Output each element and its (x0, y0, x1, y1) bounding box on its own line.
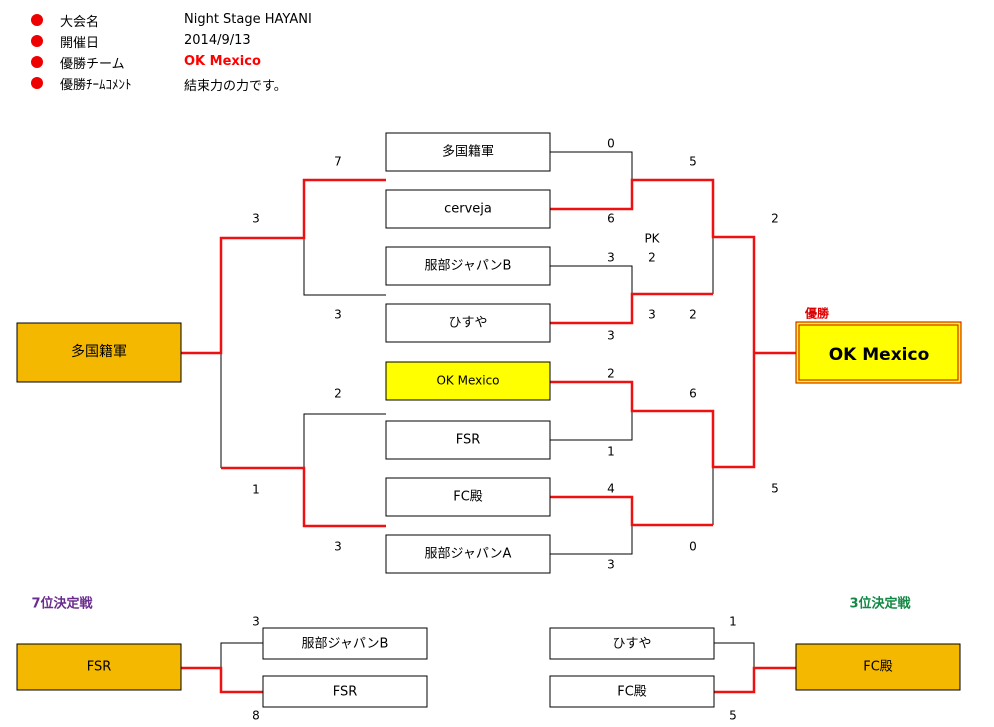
connector-line (303, 238, 386, 296)
team-box (385, 420, 551, 460)
team-box (262, 675, 428, 708)
connector-line (713, 642, 755, 668)
tournament-name: Night Stage HAYANI (184, 12, 312, 27)
team-name: FSR (456, 433, 481, 448)
winner-comment: 結束力の力です。 (184, 79, 287, 94)
team-box (385, 361, 551, 401)
score: 8 (252, 709, 260, 723)
team-name: FC殿 (617, 685, 647, 700)
winner-path (221, 466, 386, 528)
third-winner-box (795, 643, 961, 691)
winning-team: OK Mexico (184, 54, 261, 69)
champion-box-inner (798, 324, 959, 381)
winner-path (550, 292, 713, 325)
team-box (549, 675, 715, 708)
team-name: 服部ジャパンB (425, 259, 512, 274)
pk-score: 3 (648, 308, 656, 322)
score: 6 (689, 387, 697, 401)
left-winner-box (16, 322, 182, 383)
pk-label: PK (644, 232, 660, 246)
score: 3 (334, 540, 342, 554)
info-label: 大会名 (60, 15, 100, 30)
score: 3 (607, 251, 615, 265)
score: 3 (252, 212, 260, 226)
team-name: 多国籍軍 (442, 144, 494, 160)
team-box (385, 303, 551, 343)
winner-path (713, 666, 796, 694)
info-row-comment: 優勝ﾁｰﾑｺﾒﾝﾄ 結束力の力です。 (0, 73, 400, 94)
winner-path (550, 495, 713, 527)
team-name: OK Mexico (436, 374, 499, 388)
score: 1 (252, 483, 260, 497)
score: 2 (689, 308, 697, 322)
team-name: 服部ジャパンB (302, 637, 389, 652)
connector-line (550, 411, 633, 441)
info-label: 優勝ﾁｰﾑｺﾒﾝﾄ (60, 78, 132, 93)
score: 2 (607, 367, 615, 381)
team-name: FC殿 (453, 490, 483, 505)
score: 3 (607, 329, 615, 343)
team-box (549, 627, 715, 660)
team-name: ひすや (448, 316, 487, 331)
bullet-icon (31, 77, 43, 89)
team-name: cerveja (444, 202, 492, 217)
champion-box (795, 321, 962, 384)
team-name: 服部ジャパンA (425, 547, 512, 562)
bullet-icon (31, 14, 43, 26)
third-winner-name: FC殿 (863, 660, 893, 675)
connector-line (550, 151, 633, 180)
connector-line (303, 413, 386, 468)
pk-score: 2 (648, 251, 656, 265)
team-name: ひすや (612, 637, 651, 652)
team-name: FSR (333, 685, 358, 700)
score: 4 (607, 482, 615, 496)
left-winner-name: 多国籍軍 (71, 343, 127, 360)
tournament-date: 2014/9/13 (184, 33, 251, 48)
connector-line (550, 265, 633, 294)
info-row-date: 開催日 2014/9/13 (0, 31, 400, 51)
seventh-place-title: 7位決定戦 (31, 596, 93, 612)
info-label: 優勝チーム (60, 57, 125, 72)
team-box (385, 189, 551, 229)
score: 3 (334, 308, 342, 322)
team-box (262, 627, 428, 660)
winner-path (181, 666, 263, 694)
score: 6 (607, 212, 615, 226)
score: 0 (689, 540, 697, 554)
score: 1 (607, 445, 615, 459)
team-box (385, 246, 551, 286)
score: 5 (771, 482, 779, 496)
team-box (385, 534, 551, 574)
info-row-winner: 優勝チーム OK Mexico (0, 52, 400, 72)
team-box (385, 132, 551, 172)
team-box (385, 477, 551, 517)
score: 5 (689, 155, 697, 169)
score: 2 (771, 212, 779, 226)
score: 5 (729, 709, 737, 723)
seventh-winner-name: FSR (87, 660, 112, 675)
winner-path (181, 178, 386, 355)
bullet-icon (31, 56, 43, 68)
champion-label: 優勝 (804, 306, 830, 321)
connector-line (220, 642, 263, 668)
bullet-icon (31, 35, 43, 47)
seventh-winner-box (16, 643, 182, 691)
tournament-info: 大会名 Night Stage HAYANI 開催日 2014/9/13 優勝チ… (0, 0, 400, 100)
score: 3 (607, 558, 615, 572)
score: 7 (334, 155, 342, 169)
third-place-title: 3位決定戦 (849, 596, 911, 612)
info-row-name: 大会名 Night Stage HAYANI (0, 10, 400, 30)
score: 3 (252, 615, 260, 629)
connector-line (550, 525, 633, 555)
score: 0 (607, 137, 615, 151)
score: 1 (729, 615, 737, 629)
info-label: 開催日 (60, 36, 100, 51)
champion-name: OK Mexico (829, 345, 930, 365)
score: 2 (334, 387, 342, 401)
